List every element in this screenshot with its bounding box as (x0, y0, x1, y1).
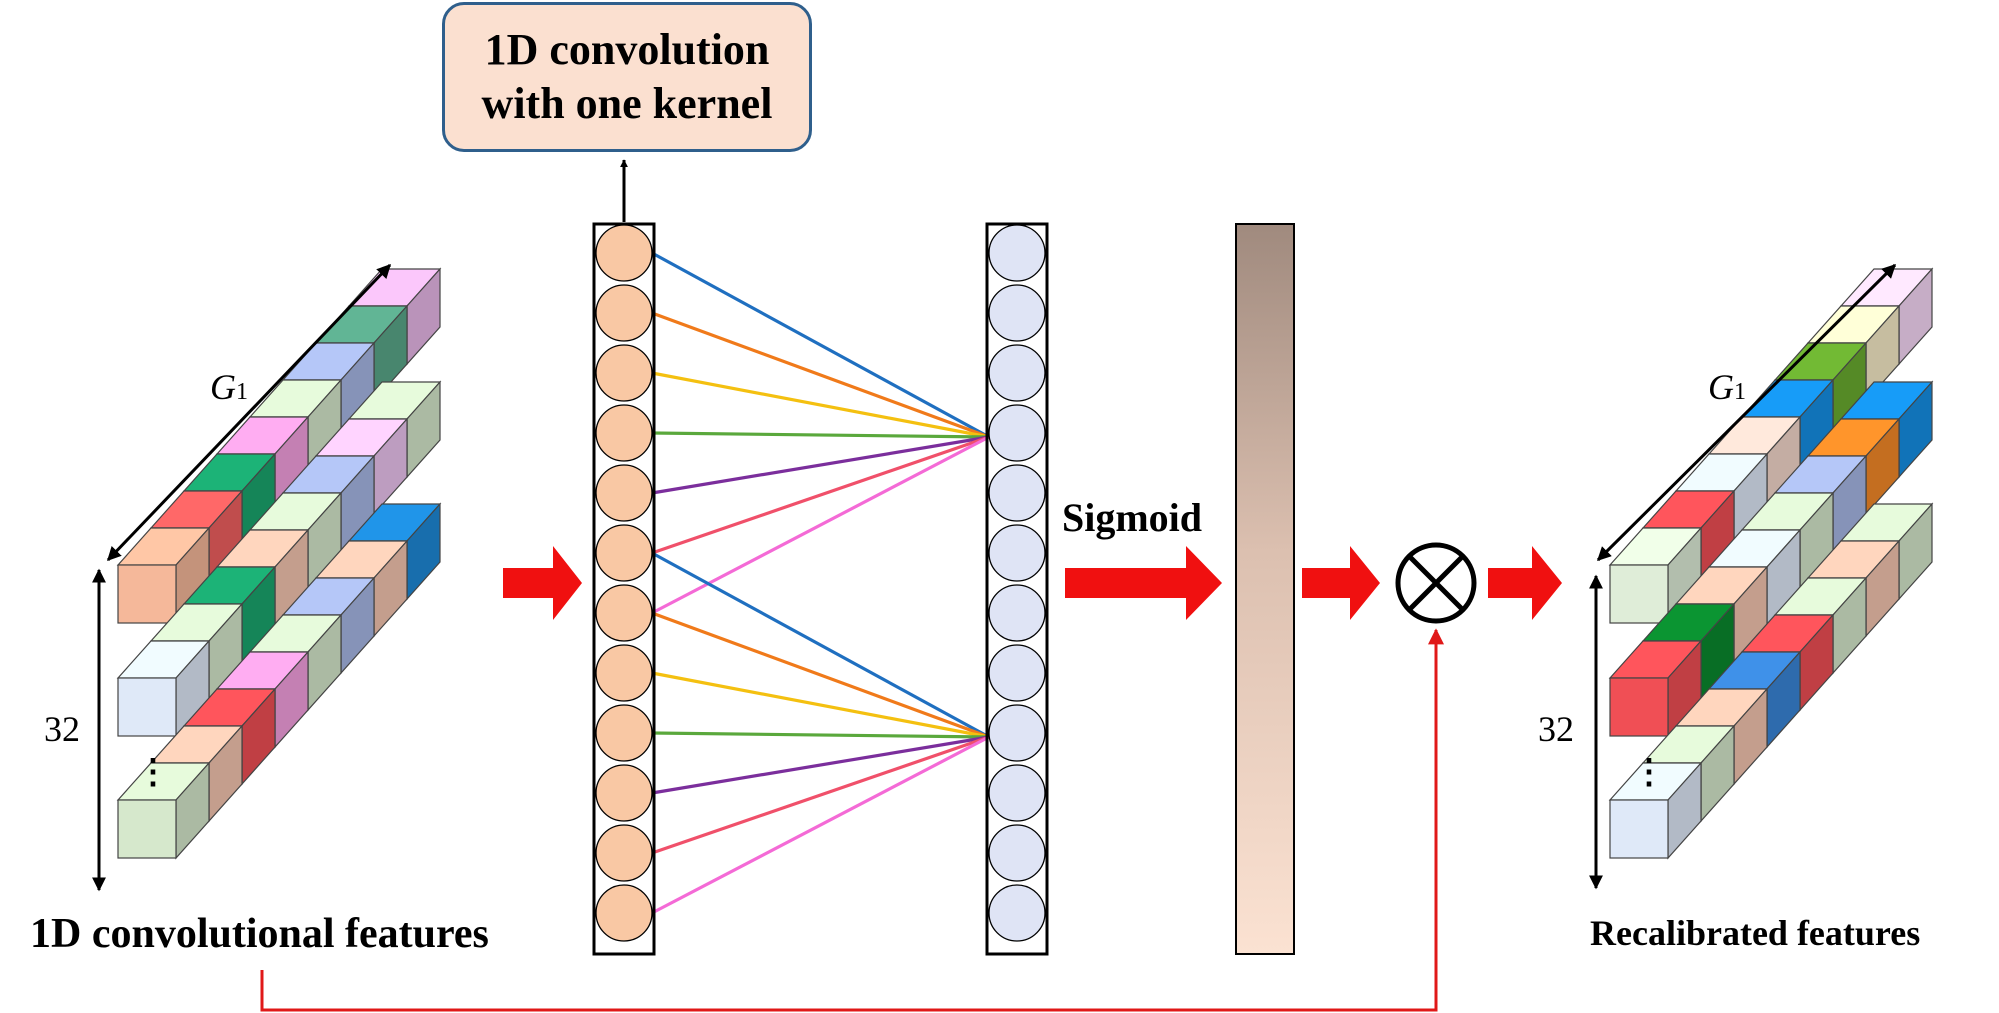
group-label-right-letter: G (1708, 367, 1734, 407)
group-label-left: G1 (210, 366, 248, 408)
input-node (595, 464, 653, 522)
flow-arrow-weights (1302, 546, 1380, 620)
ellipsis-left: ⋮ (136, 754, 170, 791)
input-node (595, 884, 653, 942)
output-node (988, 644, 1046, 702)
conv-kernel-box: 1D convolution with one kernel (442, 2, 812, 152)
kernel-weight-line (651, 731, 990, 739)
cube-front-face (117, 799, 177, 859)
kernel-weight-line (651, 735, 990, 915)
input-node (595, 584, 653, 642)
feature-cube (116, 761, 211, 860)
input-node (595, 224, 653, 282)
output-node (988, 884, 1046, 942)
depth-label-left: 32 (44, 709, 80, 749)
output-node (988, 284, 1046, 342)
input-node (595, 524, 653, 582)
kernel-weight-line (651, 435, 990, 495)
output-node (988, 824, 1046, 882)
cube-front-face (1609, 799, 1669, 859)
input-node (595, 404, 653, 462)
output-node (988, 224, 1046, 282)
flow-arrow-output (1488, 546, 1562, 620)
feature-cube (116, 639, 211, 738)
kernel-weight-line (651, 431, 990, 439)
output-features-label: Recalibrated features (1590, 913, 1921, 953)
kernel-weight-line (651, 435, 990, 555)
kernel-weight-line (651, 371, 990, 439)
cube-front-face (117, 677, 177, 737)
cube-front-face (1609, 677, 1669, 737)
output-node (988, 764, 1046, 822)
output-node (988, 464, 1046, 522)
kernel-connection-lines (651, 251, 990, 915)
input-features-label: 1D convolutional features (30, 911, 489, 957)
input-node (595, 344, 653, 402)
input-channel-nodes (595, 224, 653, 942)
group-label-right-sub: 1 (1734, 379, 1746, 405)
conv-box-line2: with one kernel (481, 79, 773, 128)
output-channel-nodes (988, 224, 1046, 942)
feature-cube (1608, 639, 1703, 738)
output-node (988, 344, 1046, 402)
output-node (988, 704, 1046, 762)
kernel-weight-line (651, 735, 990, 795)
group-dimension-arrow-right (1596, 263, 1897, 562)
flow-arrow-sigmoid (1065, 546, 1222, 620)
kernel-weight-line (651, 671, 990, 739)
group-label-left-sub: 1 (236, 379, 248, 405)
residual-feature-path (260, 628, 1444, 1012)
feature-cube (1608, 761, 1703, 860)
kernel-weight-line (651, 735, 990, 855)
input-node (595, 644, 653, 702)
group-dimension-arrow-left (106, 263, 392, 562)
kernel-weight-line (651, 251, 990, 439)
depth-label-right: 32 (1538, 709, 1574, 749)
input-node (595, 764, 653, 822)
multiply-cross-b (1407, 554, 1465, 612)
cube-front-face (1609, 564, 1669, 624)
cube-front-face (117, 564, 177, 624)
kernel-weight-line (651, 551, 990, 739)
sigmoid-label: Sigmoid (1062, 495, 1203, 540)
flow-arrow-input (503, 546, 582, 620)
kernel-weight-line (651, 311, 990, 439)
output-node (988, 524, 1046, 582)
kernel-weight-line (651, 611, 990, 739)
orange-node-column-frame (592, 222, 656, 956)
input-node (595, 824, 653, 882)
group-label-right: G1 (1708, 366, 1746, 408)
ellipsis-right: ⋮ (1632, 754, 1666, 791)
conv-box-line1: 1D convolution (484, 25, 770, 74)
sigmoid-weight-bar (1235, 223, 1295, 955)
blue-node-column-frame (985, 222, 1049, 956)
output-node (988, 404, 1046, 462)
output-node (988, 584, 1046, 642)
group-label-left-letter: G (210, 367, 236, 407)
input-node (595, 704, 653, 762)
input-node (595, 284, 653, 342)
